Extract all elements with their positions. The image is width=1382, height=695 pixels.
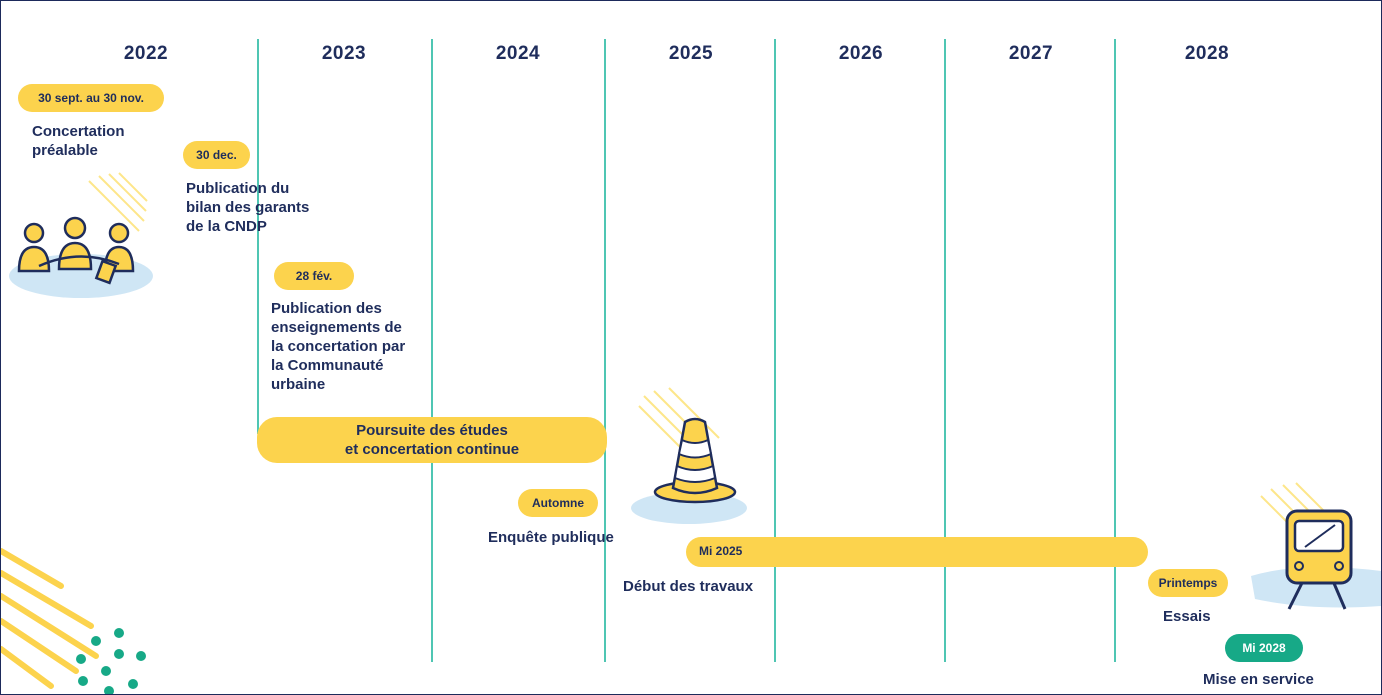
enseignements-date-badge: 28 fév. — [274, 262, 354, 290]
year-2027: 2027 — [1008, 43, 1054, 64]
year-divider — [431, 39, 433, 662]
travaux-bar — [686, 537, 1148, 567]
essais-date-badge: Printemps — [1148, 569, 1228, 597]
poursuite-etudes-bar — [257, 417, 607, 463]
year-divider — [944, 39, 946, 662]
travaux-label: Début des travaux — [623, 578, 754, 595]
enquete-label: Enquête publique — [488, 529, 614, 546]
decorative-stripes — [1, 548, 146, 694]
enquete-date-badge: Automne — [518, 489, 598, 517]
year-2024: 2024 — [495, 43, 541, 64]
year-divider — [604, 39, 606, 662]
year-divider — [774, 39, 776, 662]
travaux-date-badge: Mi 2025 — [699, 544, 743, 558]
year-divider — [1114, 39, 1116, 662]
mise-en-service-date-badge: Mi 2028 — [1225, 634, 1303, 662]
concertation-date-badge: 30 sept. au 30 nov. — [18, 84, 164, 112]
mise-en-service-label: Mise en service — [1203, 671, 1314, 688]
bilan-date-badge: 30 dec. — [183, 141, 250, 169]
year-2023: 2023 — [321, 43, 367, 64]
year-2026: 2026 — [838, 43, 884, 64]
people-meeting-icon — [9, 172, 153, 298]
year-divider — [257, 39, 259, 434]
essais-label: Essais — [1163, 608, 1211, 625]
year-2028: 2028 — [1184, 43, 1230, 64]
bilan-label: Publication du bilan des garants de la C… — [186, 180, 310, 235]
poursuite-etudes-label: Poursuite des études et concertation con… — [344, 422, 520, 458]
concertation-label: Concertation préalable — [32, 123, 125, 159]
enseignements-label: Publication des enseignements de la conc… — [271, 300, 406, 393]
tram-icon — [1251, 482, 1381, 610]
year-2022: 2022 — [123, 43, 169, 64]
traffic-cone-icon — [631, 387, 747, 524]
year-2025: 2025 — [668, 43, 714, 64]
